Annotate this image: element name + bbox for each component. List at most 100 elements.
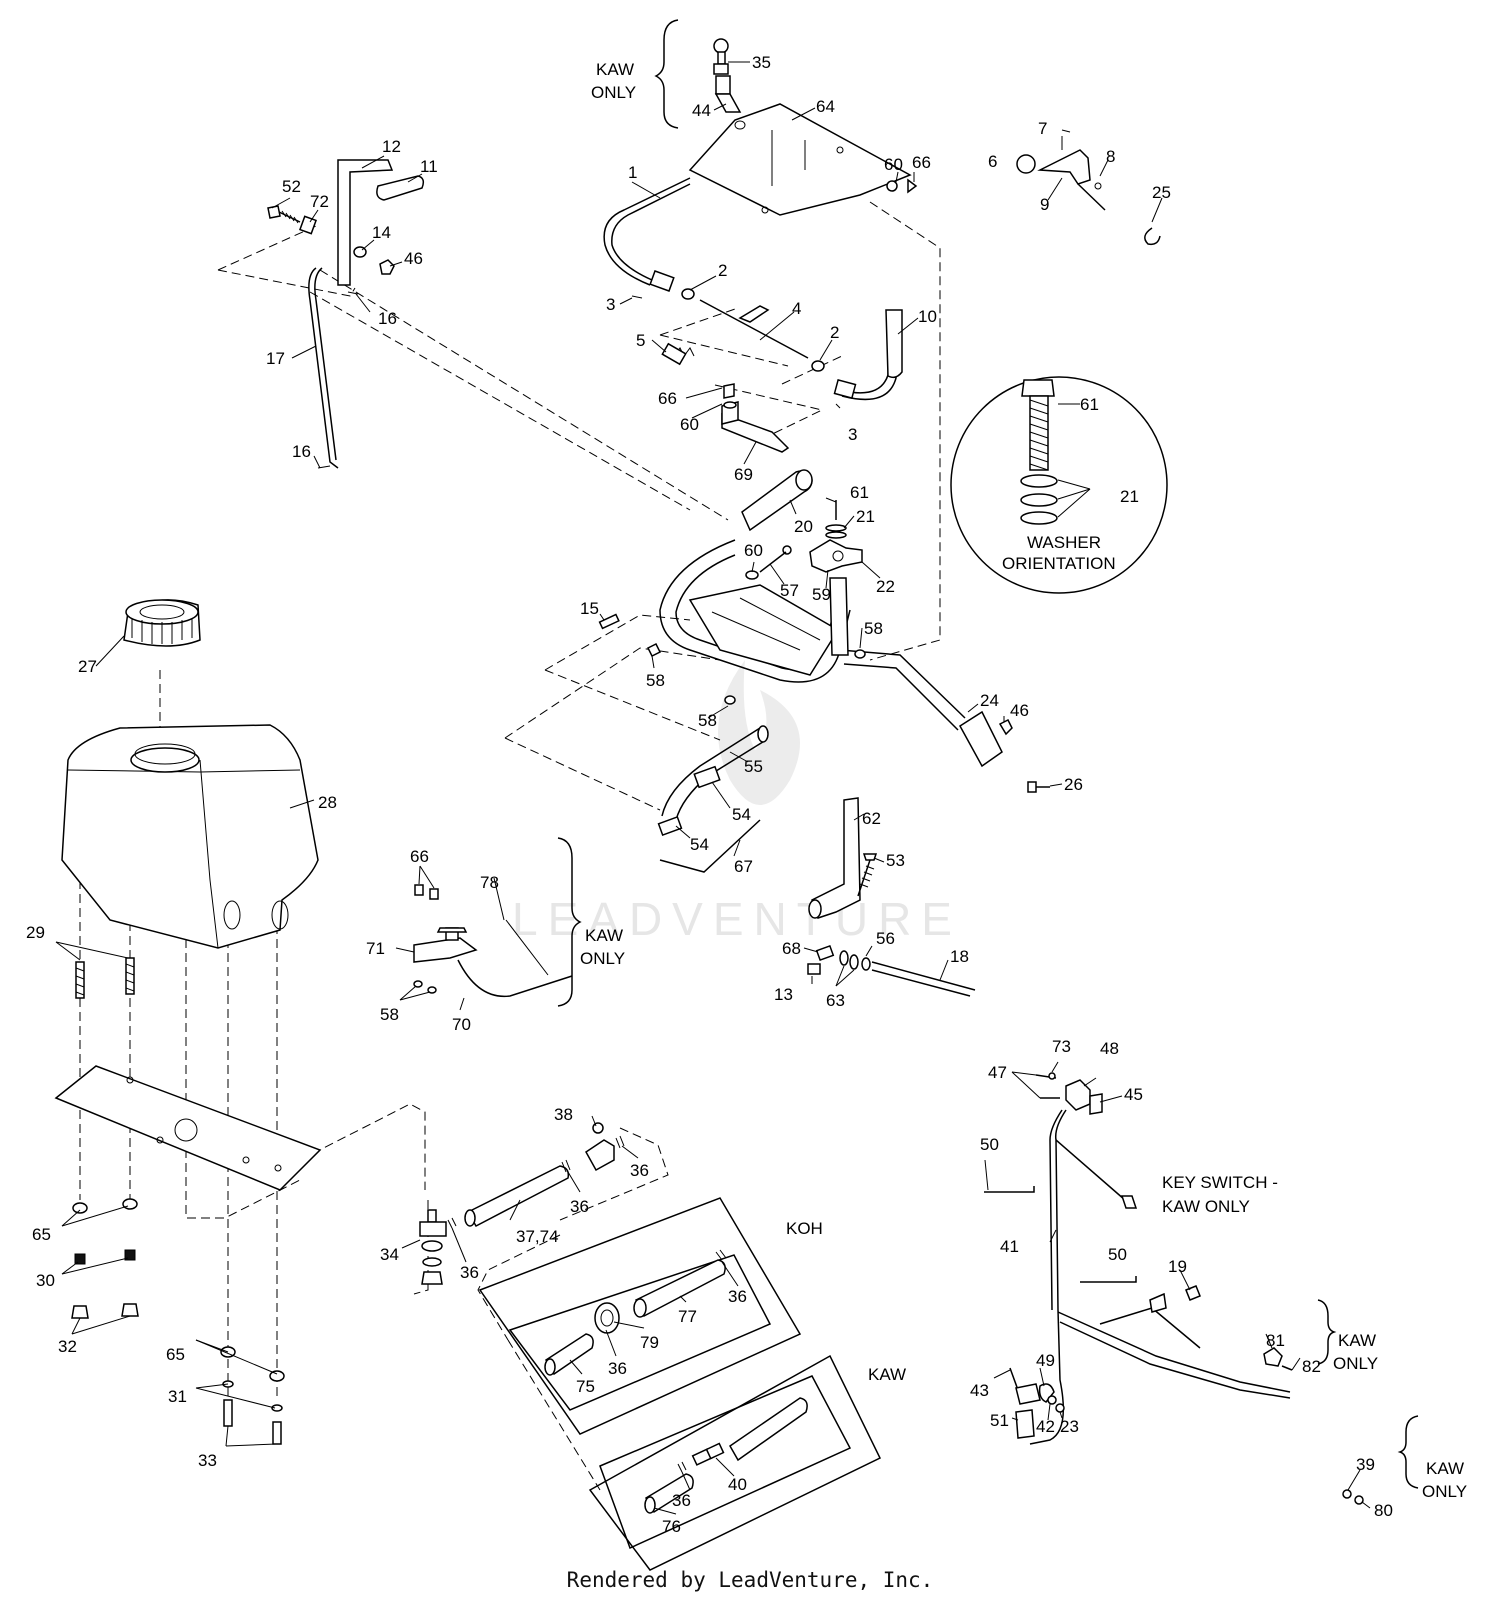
callout: 66 (912, 153, 931, 172)
callout: 17 (266, 349, 285, 368)
note-kaw-only-top-2: ONLY (591, 83, 636, 102)
callout: 39 (1356, 1455, 1375, 1474)
callout: 36 (608, 1359, 627, 1378)
callout: 70 (452, 1015, 471, 1034)
callout: 60 (744, 541, 763, 560)
callout: 50 (980, 1135, 999, 1154)
callout: 12 (382, 137, 401, 156)
assembly-lines (79, 201, 941, 1491)
callout: 43 (970, 1381, 989, 1400)
callout: 33 (198, 1451, 217, 1470)
callout: 48 (1100, 1039, 1119, 1058)
part-15-pin (598, 613, 620, 630)
note-kaw-only-81: KAW (1338, 1331, 1376, 1350)
part-27-fuel-cap (123, 599, 201, 647)
part-50-ties (984, 1186, 1137, 1283)
callout: 62 (862, 809, 881, 828)
render-credit: Rendered by LeadVenture, Inc. (566, 1568, 934, 1592)
callout: 29 (26, 923, 45, 942)
part-71-bracket (413, 927, 478, 963)
callout: 1 (628, 163, 637, 182)
callout: 19 (1168, 1257, 1187, 1276)
callout: 7 (1038, 119, 1047, 138)
part-6-knob (1016, 154, 1036, 174)
callout: 59 (812, 585, 831, 604)
koh-group-box (478, 1197, 802, 1435)
part-72-spacer (299, 215, 317, 235)
callout: 40 (728, 1475, 747, 1494)
callout: 45 (1124, 1085, 1143, 1104)
callout: 66 (410, 847, 429, 866)
note-kaw: KAW (868, 1365, 906, 1384)
callout: 77 (678, 1307, 697, 1326)
part-58d-nuts (413, 980, 437, 994)
callout: 14 (372, 223, 391, 242)
note-kaw-only-39-2: ONLY (1422, 1482, 1467, 1501)
callout: 78 (480, 873, 499, 892)
note-kaw-only-mid-2: ONLY (580, 949, 625, 968)
callout: 37,74 (516, 1227, 559, 1246)
part-18-rod (871, 961, 976, 997)
callout: 16 (378, 309, 397, 328)
callout: 54 (732, 805, 751, 824)
callout: 35 (752, 53, 771, 72)
callout: 47 (988, 1063, 1007, 1082)
callout: 42 (1036, 1417, 1055, 1436)
callout: 4 (792, 299, 801, 318)
callout: 21 (856, 507, 875, 526)
part-4-rod (699, 299, 809, 359)
note-kaw-only-39: KAW (1426, 1459, 1464, 1478)
part-78-wire (505, 919, 549, 976)
part-58-nuts (646, 642, 866, 705)
callout: 46 (404, 249, 423, 268)
callout: 66 (658, 389, 677, 408)
part-40-filter (691, 1442, 725, 1466)
callout: 64 (816, 97, 835, 116)
tank-mounting-plate (54, 1065, 322, 1191)
svg-text:LEADVENTURE: LEADVENTURE (512, 893, 962, 945)
part-16-pins (317, 291, 359, 469)
part-53-bolt (857, 853, 878, 897)
part-37-74-fuel-line (464, 1165, 570, 1227)
callout: 50 (1108, 1245, 1127, 1264)
callout: 75 (576, 1377, 595, 1396)
callout: 24 (980, 691, 999, 710)
part-11-pedal-pad (376, 175, 425, 201)
callout: 56 (876, 929, 895, 948)
part-46-nut (379, 259, 395, 275)
callout: 25 (1152, 183, 1171, 202)
callout: 44 (692, 101, 711, 120)
callout: 6 (988, 152, 997, 171)
callout: 61 (850, 483, 869, 502)
part-63-56-washers (839, 950, 871, 971)
callout: 65 (32, 1225, 51, 1244)
callout: 36 (570, 1197, 589, 1216)
callout: 55 (744, 757, 763, 776)
callout: 76 (662, 1517, 681, 1536)
callout: 11 (420, 157, 438, 176)
note-kaw-only-81-2: ONLY (1333, 1354, 1378, 1373)
callout: 63 (826, 991, 845, 1010)
callout: 81 (1266, 1331, 1285, 1350)
part-68-13-bushings (807, 944, 835, 975)
callout: 65 (166, 1345, 185, 1364)
leader-lines (55, 61, 1371, 1515)
part-44-switch (714, 75, 742, 113)
part-64-panel (688, 103, 912, 216)
callout: 3 (606, 295, 615, 314)
notes: KAW ONLY WASHER ORIENTATION KAW ONLY KOH… (580, 60, 1467, 1501)
callout: 16 (292, 442, 311, 461)
part-60c-washer (745, 570, 759, 580)
part-17-rod (308, 267, 339, 469)
callout: 60 (884, 155, 903, 174)
callout: 26 (1064, 775, 1083, 794)
callout: 10 (918, 307, 937, 326)
part-75-line (544, 1333, 594, 1376)
part-39-80-fasteners (1342, 1489, 1364, 1505)
note-koh: KOH (786, 1219, 823, 1238)
callout: 9 (1040, 195, 1049, 214)
callout: 57 (780, 581, 799, 600)
callout: 5 (636, 331, 645, 350)
callout: 73 (1052, 1037, 1071, 1056)
part-41-harness (1029, 1109, 1291, 1445)
